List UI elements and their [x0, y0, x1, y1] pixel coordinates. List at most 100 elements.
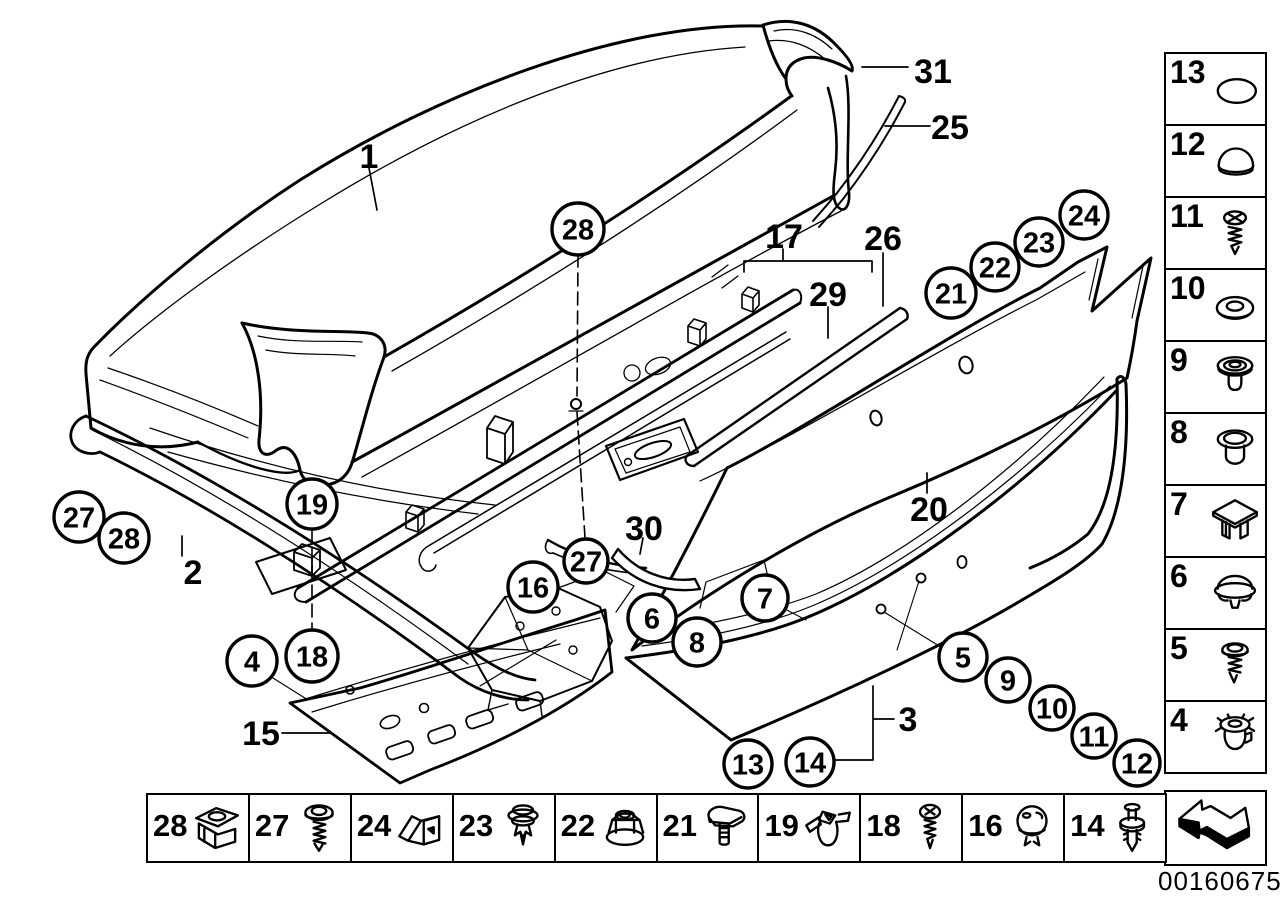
legend-cell-28[interactable]: 28 [146, 793, 250, 863]
trim-strip-drawing [350, 95, 909, 478]
callout-7[interactable]: 7 [740, 573, 790, 623]
svg-text:23: 23 [1023, 228, 1055, 260]
legend-cell-24[interactable]: 24 [349, 793, 454, 863]
sidebar-cell-10[interactable]: 10 [1164, 268, 1267, 342]
trim-panel-20-drawing [630, 245, 1153, 652]
callout-27[interactable]: 27 [52, 490, 106, 544]
slot-bolt-icon [697, 800, 755, 858]
legend-cell-16[interactable]: 16 [961, 793, 1066, 863]
callout-27[interactable]: 27 [562, 537, 610, 585]
callout-18[interactable]: 18 [284, 628, 340, 684]
callout-21[interactable]: 21 [924, 266, 978, 320]
part-label-20[interactable]: 20 [910, 491, 948, 529]
callout-19[interactable]: 19 [285, 477, 339, 531]
part-label-30[interactable]: 30 [625, 510, 663, 548]
trunk-lid-drawing [84, 24, 765, 515]
part-number-label: 6 [1170, 558, 1188, 594]
legend-cell-19[interactable]: 19 [757, 793, 862, 863]
spoiler-drawing [761, 19, 907, 228]
callout-12[interactable]: 12 [1112, 738, 1162, 788]
svg-text:12: 12 [1121, 749, 1153, 781]
callout-28[interactable]: 28 [97, 511, 151, 565]
svg-text:13: 13 [732, 750, 764, 782]
legend-cell-27[interactable]: 27 [247, 793, 352, 863]
part-label-3[interactable]: 3 [899, 701, 918, 739]
sidebar-cell-9[interactable]: 9 [1164, 340, 1267, 414]
svg-text:16: 16 [517, 573, 549, 605]
part-number-label: 22 [560, 808, 596, 843]
part-label-29[interactable]: 29 [809, 276, 847, 314]
svg-text:10: 10 [1036, 694, 1068, 726]
part-label-15[interactable]: 15 [242, 715, 280, 753]
part-label-17[interactable]: 17 [765, 218, 803, 256]
leader-lines [181, 66, 945, 761]
part-number-label: 23 [458, 808, 494, 843]
callout-5[interactable]: 5 [937, 631, 989, 683]
legend-cell-18[interactable]: 18 [859, 793, 964, 863]
callout-6[interactable]: 6 [626, 592, 678, 644]
sidebar-cell-6[interactable]: 6 [1164, 556, 1267, 630]
callout-24[interactable]: 24 [1058, 189, 1110, 241]
callout-16[interactable]: 16 [506, 560, 560, 614]
sidebar-cell-12[interactable]: 12 [1164, 124, 1267, 198]
wing-clip-icon [799, 800, 857, 858]
legend-cell-23[interactable]: 23 [451, 793, 556, 863]
continue-arrow-icon [1178, 799, 1251, 850]
svg-text:9: 9 [1000, 666, 1016, 698]
star-plug-icon [1206, 710, 1264, 768]
callout-14[interactable]: 14 [784, 736, 836, 788]
legend-cell-14[interactable]: 14 [1063, 793, 1168, 863]
part-number-label: 28 [153, 808, 188, 843]
callout-28[interactable]: 28 [550, 201, 606, 257]
bracket-clip-icon [392, 800, 450, 858]
svg-text:27: 27 [63, 503, 95, 535]
part-label-2[interactable]: 2 [184, 554, 203, 592]
sidebar-cell-7[interactable]: 7 [1164, 484, 1267, 558]
sidebar-cell-4[interactable]: 4 [1164, 700, 1267, 774]
flange-screw-icon [1206, 638, 1264, 696]
pan-screw-icon [901, 800, 959, 858]
svg-text:28: 28 [562, 215, 594, 247]
part-number-label: 19 [764, 808, 799, 843]
callout-13[interactable]: 13 [722, 738, 774, 790]
square-clip-icon [1206, 494, 1264, 552]
sidebar-cell-8[interactable]: 8 [1164, 412, 1267, 486]
svg-text:11: 11 [1079, 722, 1110, 754]
sidebar-cell-5[interactable]: 5 [1164, 628, 1267, 702]
part-number-label: 5 [1170, 630, 1188, 666]
dome-clip-icon [1206, 566, 1264, 624]
svg-text:27: 27 [570, 547, 602, 579]
part-number-label: 16 [968, 808, 1003, 843]
continuation-arrow-box[interactable] [1164, 790, 1267, 866]
part-label-31[interactable]: 31 [914, 53, 952, 91]
callout-8[interactable]: 8 [671, 616, 723, 668]
sidebar-cell-11[interactable]: 11 [1164, 196, 1267, 270]
svg-text:18: 18 [296, 642, 328, 674]
legend-cell-22[interactable]: 22 [553, 793, 658, 863]
callout-9[interactable]: 9 [984, 656, 1032, 704]
part-label-1[interactable]: 1 [360, 138, 379, 176]
svg-text:24: 24 [1068, 201, 1100, 233]
washer-screw-icon [290, 800, 348, 858]
callout-23[interactable]: 23 [1013, 216, 1065, 268]
svg-text:4: 4 [244, 647, 260, 679]
callout-11[interactable]: 11 [1070, 712, 1118, 760]
flange-nut-icon [596, 800, 654, 858]
dome-cap-icon [1206, 134, 1264, 192]
round-clip-icon [1003, 800, 1061, 858]
sidebar-cell-13[interactable]: 13 [1164, 52, 1267, 126]
part-number-label: 8 [1170, 414, 1188, 450]
svg-text:8: 8 [689, 628, 705, 660]
legend-cell-21[interactable]: 21 [655, 793, 760, 863]
callout-4[interactable]: 4 [225, 634, 279, 688]
callout-10[interactable]: 10 [1028, 684, 1076, 732]
part-label-26[interactable]: 26 [864, 220, 902, 258]
round-grommet-icon [1206, 422, 1264, 480]
callout-22[interactable]: 22 [969, 241, 1021, 293]
part-label-25[interactable]: 25 [931, 109, 969, 147]
oval-cap-icon [1206, 62, 1264, 120]
washer-icon [1206, 278, 1264, 336]
svg-text:7: 7 [757, 584, 773, 616]
